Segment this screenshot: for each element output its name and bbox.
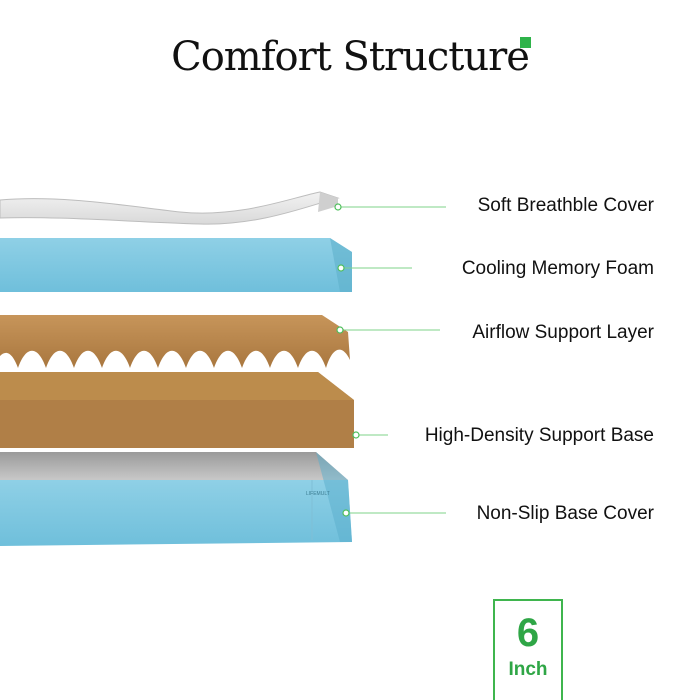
leader-dots [334, 203, 360, 517]
label-soft-cover: Soft Breathble Cover [477, 195, 654, 216]
label-support-base: High-Density Support Base [424, 425, 654, 446]
thickness-badge: 6 Inch [493, 599, 563, 700]
page-title: Comfort Structure [171, 34, 530, 80]
base-cover-layer [0, 452, 352, 546]
cover-layer [0, 191, 340, 225]
label-base-cover: Non-Slip Base Cover [476, 503, 654, 524]
thickness-unit: Inch [508, 659, 548, 680]
airflow-layer [0, 315, 350, 368]
brand-tag: LIFEMULT [306, 491, 330, 497]
thickness-value: 6 [516, 611, 540, 655]
leader-lines [338, 206, 446, 514]
label-airflow-layer: Airflow Support Layer [472, 322, 654, 343]
label-memory-foam: Cooling Memory Foam [461, 258, 654, 279]
accent-square [520, 37, 531, 48]
support-base-layer [0, 372, 354, 448]
memory-foam-layer [0, 238, 352, 292]
